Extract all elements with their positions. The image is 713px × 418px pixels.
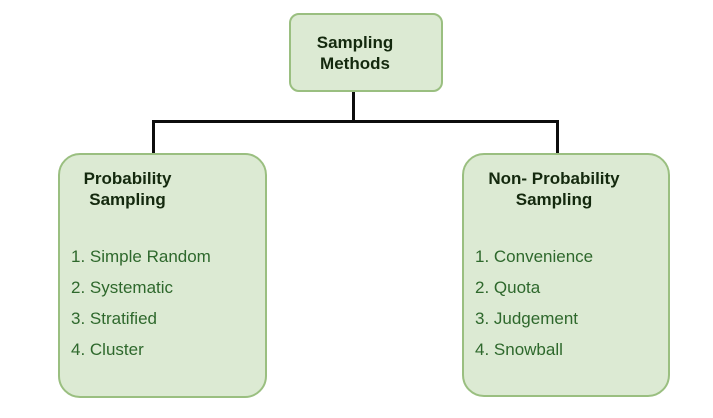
connector-horizontal [152, 120, 559, 123]
list-item: 3. Stratified [71, 309, 157, 328]
node-title: Probability Sampling [83, 169, 172, 209]
list-item: 1. Simple Random [71, 247, 211, 266]
probability-methods-list: 1. Simple Random 2. Systematic 3. Strati… [60, 247, 265, 359]
non-probability-methods-list: 1. Convenience 2. Quota 3. Judgement 4. … [464, 247, 668, 359]
list-item: 3. Judgement [475, 309, 579, 328]
connector-left-drop [152, 120, 155, 153]
node-sampling-methods: Sampling Methods [289, 13, 443, 92]
node-non-probability-sampling: Non- Probability Sampling 1. Convenience… [462, 153, 670, 397]
list-item: 2. Quota [475, 278, 541, 297]
node-probability-sampling: Probability Sampling 1. Simple Random 2.… [58, 153, 267, 398]
list-item: 4. Snowball [475, 340, 563, 359]
list-item: 2. Systematic [71, 278, 174, 297]
list-item: 4. Cluster [71, 340, 144, 359]
connector-right-drop [556, 120, 559, 153]
node-title: Non- Probability Sampling [488, 169, 620, 209]
root-node-title: Sampling Methods [316, 32, 394, 73]
connector-stem [352, 92, 355, 123]
list-item: 1. Convenience [475, 247, 594, 266]
